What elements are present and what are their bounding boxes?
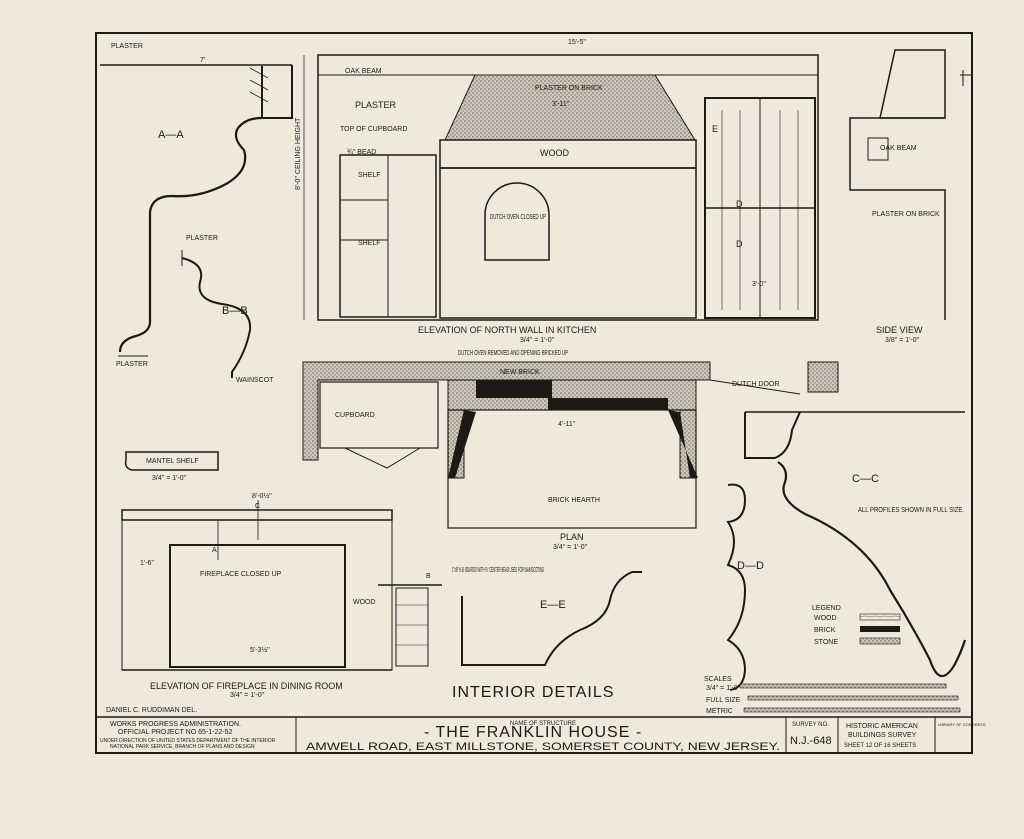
library-note: LIBRARY OF CONGRESS xyxy=(938,722,986,727)
side-oak-beam-label: OAK BEAM xyxy=(880,145,917,152)
survey-number: N.J.-648 xyxy=(790,735,832,747)
agency-line-4: NATIONAL PARK SERVICE, BRANCH OF PLANS A… xyxy=(110,744,255,750)
plan-view xyxy=(302,361,839,529)
shelf-label-1: SHELF xyxy=(358,172,381,179)
dim-7-aa: 7' xyxy=(200,57,205,64)
bead-label: ¾" BEAD xyxy=(347,149,376,156)
scales-title: SCALES xyxy=(704,676,732,683)
side-plaster-on-brick: PLASTER ON BRICK xyxy=(872,211,940,218)
profile-b-b xyxy=(181,250,252,378)
dim-5-0: 3'-0" xyxy=(752,281,766,288)
scale-metric: METRIC xyxy=(706,708,733,715)
section-aa-title: A—A xyxy=(158,129,184,141)
section-ee-title: E—E xyxy=(540,599,566,611)
section-dd-title: D—D xyxy=(737,560,764,572)
name-caption: NAME OF STRUCTURE xyxy=(510,721,576,727)
top-of-cupboard-label: TOP OF CUPBOARD xyxy=(340,126,407,133)
new-brick-label: NEW BRICK xyxy=(500,369,540,376)
sheet-info: SHEET 12 OF 16 SHEETS xyxy=(844,743,916,749)
north-wall-scale: 3/4" = 1'-0" xyxy=(520,337,555,344)
profile-d-d xyxy=(726,483,747,691)
mark-c-fp: C xyxy=(255,503,260,510)
agency-line-2: OFFICIAL PROJECT NO 65-1-22-52 xyxy=(118,729,232,736)
fireplace-elevation xyxy=(121,500,393,671)
agency-line-1: WORKS PROGRESS ADMINISTRATION. xyxy=(110,721,241,728)
wood-label-fp: WOOD xyxy=(353,599,376,606)
dim-3-11: 3'-11" xyxy=(552,101,570,108)
dim-8-0-half: 8'-0½" xyxy=(252,492,272,500)
sheet-title: INTERIOR DETAILS xyxy=(452,684,614,701)
legend-brick: BRICK xyxy=(814,627,836,634)
mark-e-elev: E xyxy=(712,124,718,134)
legend-stone: STONE xyxy=(814,639,838,646)
fireplace-title: ELEVATION OF FIREPLACE IN DINING ROOM xyxy=(150,681,343,691)
north-wall-title: ELEVATION OF NORTH WALL IN KITCHEN xyxy=(418,325,596,335)
scale-full: FULL SIZE xyxy=(706,697,741,704)
mantel-shelf-scale: 3/4" = 1'-0" xyxy=(152,475,187,482)
dim-5-3-half: 5'-3½" xyxy=(250,646,270,654)
brick-hearth-label: BRICK HEARTH xyxy=(548,497,600,504)
plaster-label-aa: PLASTER xyxy=(111,43,143,50)
mark-b-fp: B xyxy=(426,573,431,580)
side-view-title: SIDE VIEW xyxy=(876,325,923,335)
mantel-shelf-profile xyxy=(124,451,219,471)
dutch-door-label: DUTCH DOOR xyxy=(732,381,779,388)
oak-beam-label: OAK BEAM xyxy=(345,68,382,75)
fireplace-scale: 3/4" = 1'-0" xyxy=(230,692,265,699)
plaster-label-wall: PLASTER xyxy=(355,100,397,110)
north-wall-elevation xyxy=(303,54,819,321)
dim-4-11: 4'-11" xyxy=(558,421,576,428)
dutch-oven-removed-label: DUTCH OVEN REMOVED AND OPENING BRICKED U… xyxy=(458,350,568,357)
side-view xyxy=(849,49,972,320)
sheet-border xyxy=(95,32,973,754)
section-cc-title: C—C xyxy=(852,473,879,485)
delineator: DANIEL C. RUDDIMAN DEL. xyxy=(106,707,197,714)
legend-wood: WOOD xyxy=(814,615,837,622)
shelf-label-2: SHELF xyxy=(358,240,381,247)
wood-label: WOOD xyxy=(540,148,569,158)
plan-title: PLAN xyxy=(560,532,584,542)
agency-line-3: UNDER DIRECTION OF UNITED STATES DEPARTM… xyxy=(100,738,276,744)
profile-e-e xyxy=(461,571,642,666)
wainscot-boards xyxy=(378,584,442,667)
structure-location: AMWELL ROAD, EAST MILLSTONE, SOMERSET CO… xyxy=(306,741,780,753)
scale-3-4: 3/4" = 1'-0" xyxy=(706,685,741,692)
mark-a-fp: A xyxy=(212,547,217,554)
habs-line-2: BUILDINGS SURVEY xyxy=(848,732,917,739)
survey-caption: SURVEY NO. xyxy=(792,722,829,728)
profile-c-c xyxy=(744,411,967,678)
fireplace-closed-label: FIREPLACE CLOSED UP xyxy=(200,571,282,578)
all-profiles-label: ALL PROFILES SHOWN IN FULL SIZE. xyxy=(858,507,964,514)
mark-d-elev-2: D xyxy=(736,239,743,249)
side-view-scale: 3/8" = 1'-0" xyxy=(885,337,920,344)
plan-scale: 3/4" = 1'-0" xyxy=(553,544,588,551)
wainscot-label: WAINSCOT xyxy=(236,377,274,384)
legend xyxy=(859,613,901,645)
structure-name: - THE FRANKLIN HOUSE - xyxy=(424,724,642,741)
profile-a-a xyxy=(100,64,293,357)
dim-1-6: 1'-6" xyxy=(140,560,154,567)
dutch-oven-label: DUTCH OVEN CLOSED UP xyxy=(490,214,546,221)
dim-15-5: 15'-5" xyxy=(568,39,586,46)
cupboard-label: CUPBOARD xyxy=(335,412,375,419)
hb-boards-label: 1"x8" H.B. BOARDS WITH ⅜" CENTER BEAD US… xyxy=(452,567,544,574)
mantel-shelf-label: MANTEL SHELF xyxy=(146,458,199,465)
section-bb-title: B—B xyxy=(222,305,248,317)
plaster-label-bb: PLASTER xyxy=(186,235,218,242)
mark-d-elev-1: D xyxy=(736,199,743,209)
plaster-on-brick-label: PLASTER ON BRICK xyxy=(535,85,603,92)
legend-title: LEGEND xyxy=(812,605,841,612)
ceiling-height-label: 8'-0" CEILING HEIGHT xyxy=(295,117,302,190)
scale-bars xyxy=(739,683,961,713)
habs-line-1: HISTORIC AMERICAN xyxy=(846,723,918,730)
plaster-label-bottom: PLASTER xyxy=(116,361,148,368)
